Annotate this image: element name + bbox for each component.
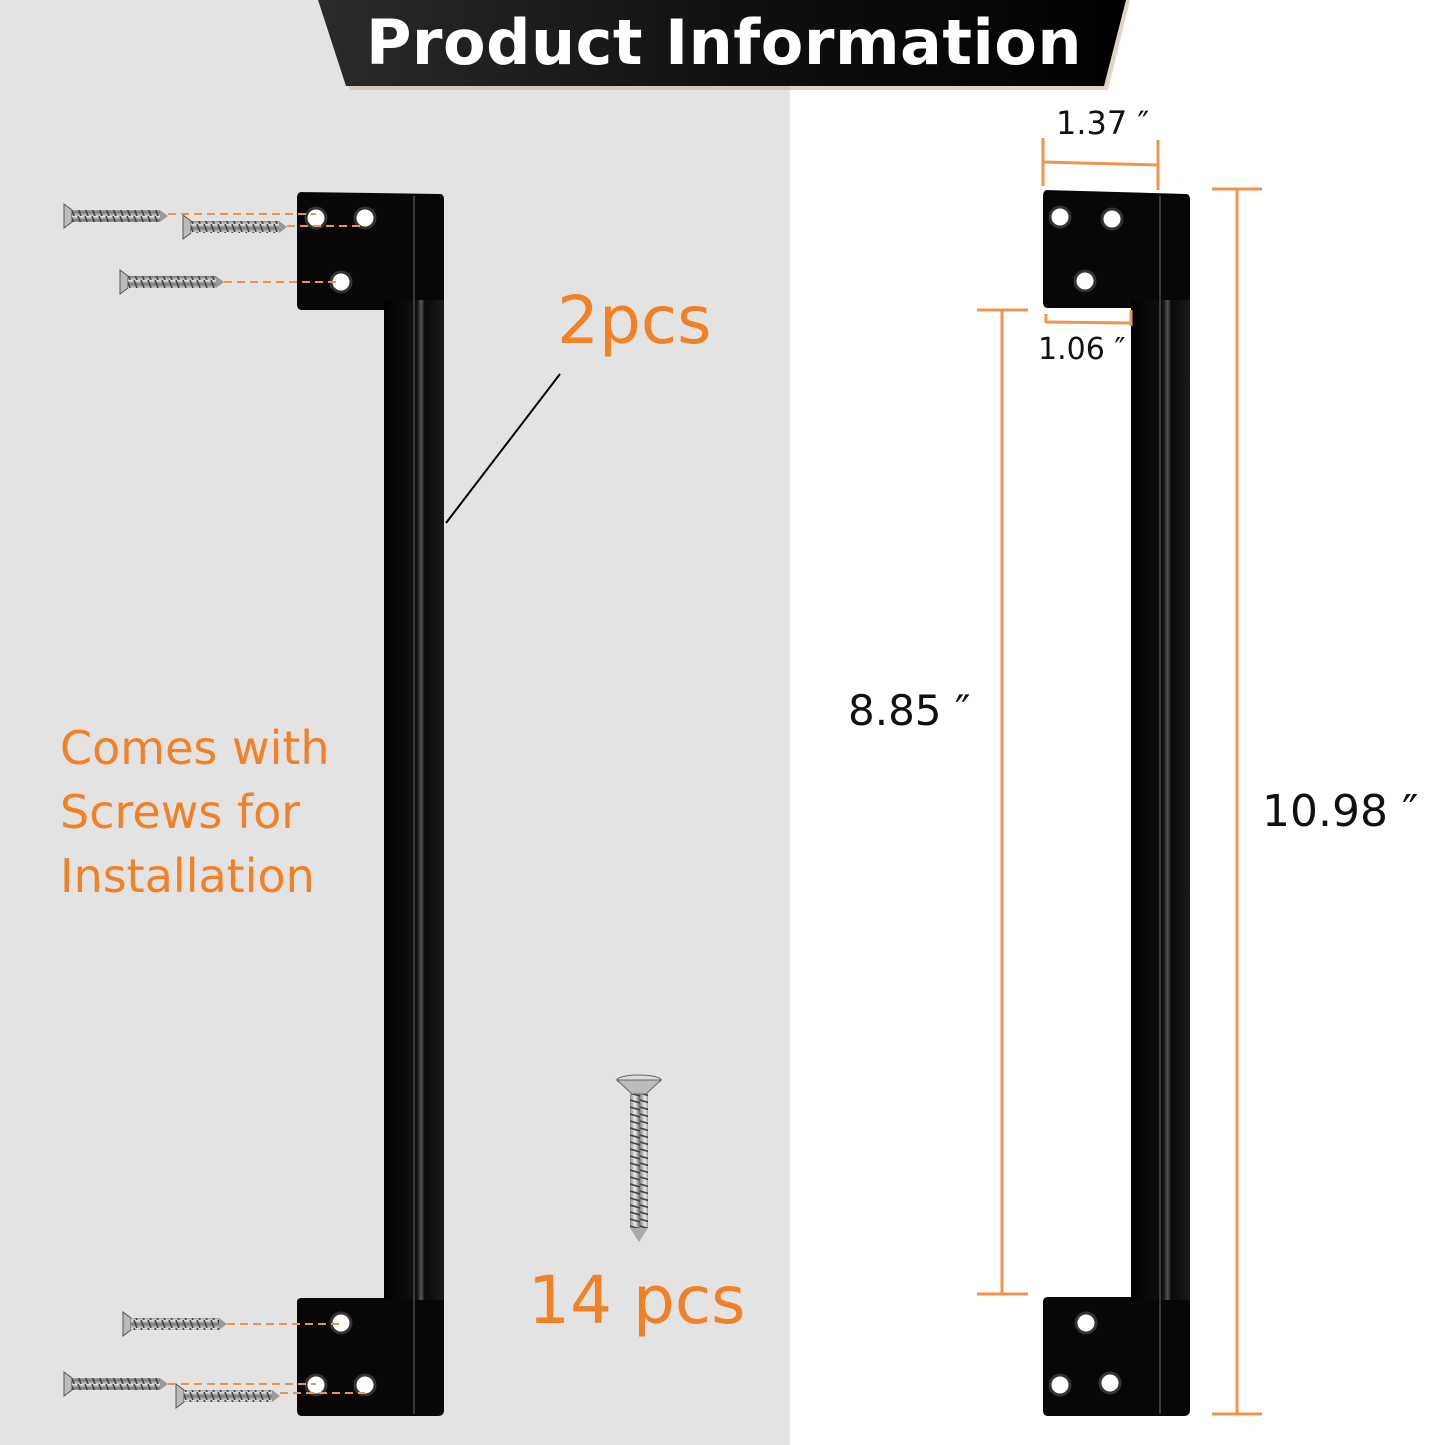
- banner-shape: [318, 0, 1130, 90]
- screw-icon: [182, 214, 287, 240]
- bracket-quantity-label: 2pcs: [557, 282, 712, 359]
- screw-icon: [175, 1383, 280, 1409]
- dimension-total-length: 10.98 ″: [1262, 786, 1419, 837]
- callout-line: [445, 373, 561, 524]
- screw-quantity-label: 14 pcs: [528, 1262, 746, 1339]
- dimension-top-width: 1.37 ″: [1056, 104, 1150, 142]
- header-banner: Product Information: [318, 0, 1130, 90]
- screw-icon: [122, 1311, 227, 1337]
- screws-included-note: Comes with Screws for Installation: [60, 716, 330, 908]
- dimension-lines: [977, 138, 1262, 1416]
- dimension-inner-length: 8.85 ″: [848, 686, 971, 735]
- note-line: Comes with: [60, 721, 330, 775]
- screw-icon: [63, 1371, 168, 1397]
- screw-icon: [119, 269, 224, 295]
- screw-icon-single: [615, 1074, 663, 1242]
- dimension-inner-width: 1.06 ″: [1038, 332, 1126, 367]
- screw-icon: [63, 203, 168, 229]
- note-line: Installation: [60, 849, 315, 903]
- right-bracket: [1043, 190, 1190, 1416]
- note-line: Screws for: [60, 785, 301, 839]
- page-title: Product Information: [365, 6, 1083, 79]
- screw-guide-lines: [168, 213, 365, 1394]
